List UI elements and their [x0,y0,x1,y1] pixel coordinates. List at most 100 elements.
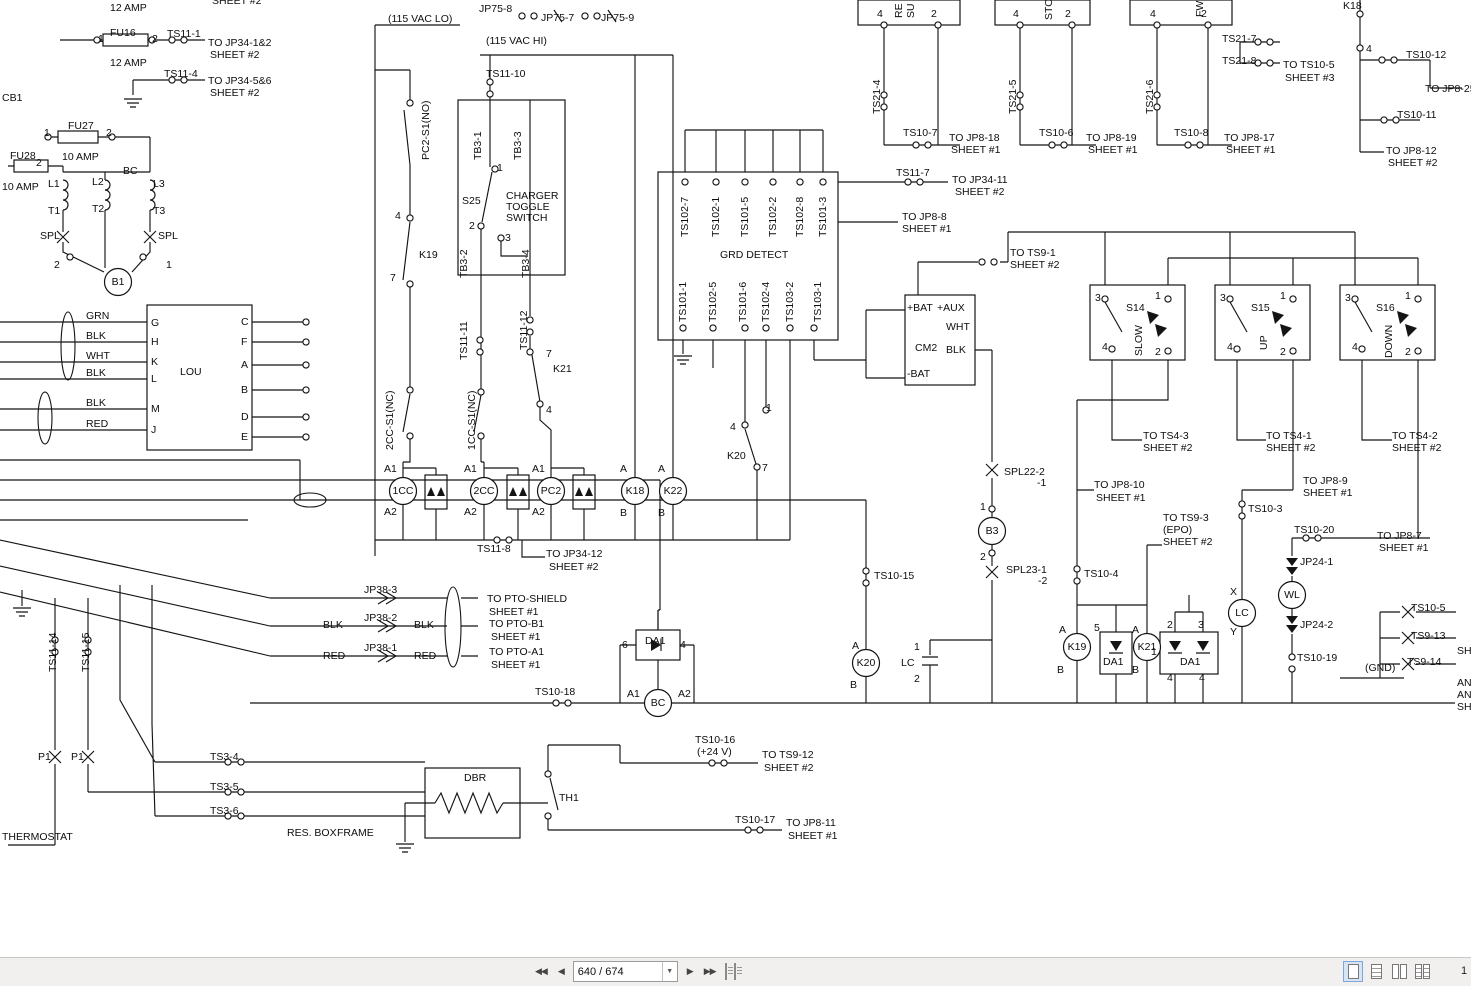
next-view-button[interactable] [733,963,736,980]
page-navigation: ◀◀ ◀ ▼ ▶ ▶▶ [533,961,736,982]
wire [547,744,782,831]
terminal-circle [1238,500,1246,508]
next-view-icon [733,963,736,980]
terminal-circle [1414,295,1422,303]
layout-facing-button[interactable] [1389,961,1409,982]
terminal-circle [1288,653,1296,661]
terminal-circle [1164,295,1172,303]
terminal-circle [518,12,526,20]
layout-single-page-button[interactable] [1343,961,1363,982]
terminal-circle [536,400,544,408]
terminal-circle [796,178,804,186]
fuse-fu28 [13,159,49,173]
wire [883,25,1209,145]
terminal-circle [1226,295,1234,303]
terminal-circle [1392,116,1400,124]
terminal-circle [224,812,232,820]
terminal-circle [741,324,749,332]
terminal-circle [1238,512,1246,520]
component-circle [977,516,1007,546]
first-page-button[interactable]: ◀◀ [535,966,548,977]
terminal-circle [406,214,414,222]
wire [682,340,866,540]
wire [8,598,155,846]
terminal-circle [1414,347,1422,355]
terminal-circle [477,222,485,230]
connector-oval [37,391,53,445]
wire [104,179,111,211]
diode-arrow-symbol [509,487,527,496]
terminal-circle [84,636,92,644]
wire [13,607,31,617]
continuous-facing-icon [1414,964,1430,979]
previous-view-icon [724,963,727,980]
wire [744,340,767,540]
terminal-circle [1016,21,1024,29]
terminal-circle [476,336,484,344]
terminal-circle [1314,534,1322,542]
wire [866,261,1008,379]
facing-pages-icon [1391,964,1407,979]
terminal-circle [237,812,245,820]
wire [375,505,790,558]
wire [1239,41,1280,64]
terminal-circle [180,36,188,44]
terminal-circle [302,318,310,326]
wire [149,179,156,211]
wire [124,98,142,108]
terminal-circle [1068,21,1076,29]
wire [1174,595,1204,703]
next-page-button[interactable]: ▶ [686,966,694,977]
last-page-button[interactable]: ▶▶ [703,966,717,977]
terminal-circle [1378,56,1386,64]
wire [1241,360,1294,703]
terminal-circle [302,386,310,394]
component-circle [643,688,673,718]
wire [403,467,585,540]
previous-view-button[interactable] [724,963,727,980]
terminal-circle [526,316,534,324]
diode-arrow-symbol [1147,311,1167,337]
terminal-circle [1356,44,1364,52]
terminal-circle [302,433,310,441]
wire [270,597,478,657]
terminal-circle [486,78,494,86]
wire [634,55,674,477]
terminal-circle [753,463,761,471]
terminal-circle [786,324,794,332]
terminal-circle [544,770,552,778]
diode-arrow-symbol [1272,311,1292,337]
component-circle [1062,632,1092,662]
wire [62,171,151,273]
prev-page-button[interactable]: ◀ [557,966,565,977]
terminal-circle [51,648,59,656]
layout-continuous-button[interactable] [1366,961,1386,982]
terminal-circle [406,99,414,107]
terminal-circle [476,348,484,356]
terminal-circle [1048,141,1056,149]
wire [1007,231,1356,285]
terminal-circle [769,178,777,186]
wire [404,802,548,842]
terminal-circle [709,324,717,332]
page-number-input[interactable] [573,963,662,980]
wire [619,610,695,703]
wire [402,70,411,477]
component-circle [469,476,499,506]
terminal-circle [477,388,485,396]
terminal-circle [593,12,601,20]
top-box [994,0,1091,26]
terminal-circle [1016,103,1024,111]
page-dropdown-arrow-icon[interactable]: ▼ [661,962,677,981]
terminal-circle [1390,56,1398,64]
wire [8,136,151,172]
layout-continuous-facing-button[interactable] [1412,961,1432,982]
page-number-box: ▼ [572,961,678,982]
component-circle [388,476,418,506]
top-box [1129,0,1233,26]
terminal-circle [1060,141,1068,149]
cm2-box [904,294,976,386]
component-circle [1132,632,1162,662]
component-circle [103,267,133,297]
diode-arrow-symbol [1110,641,1122,651]
